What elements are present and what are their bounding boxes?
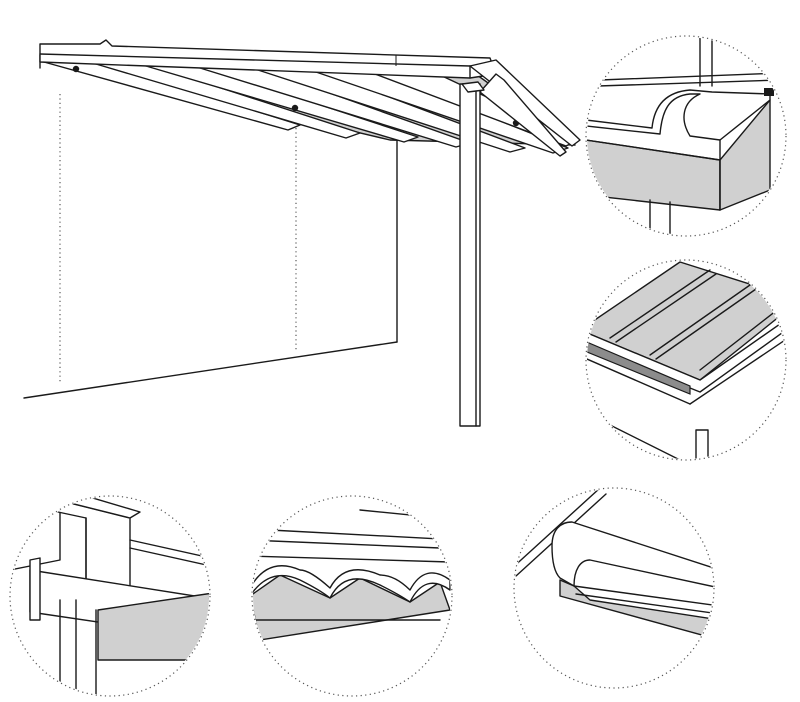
awning-fabric-detail xyxy=(251,495,453,697)
gutter-end-detail xyxy=(513,487,715,689)
wall-beam xyxy=(39,39,497,79)
support-post xyxy=(459,81,485,427)
gutter-profile-detail xyxy=(585,35,787,237)
post-beam-joint-detail xyxy=(9,495,211,697)
veranda-overview xyxy=(23,39,581,427)
roof-panel-detail xyxy=(585,259,787,461)
